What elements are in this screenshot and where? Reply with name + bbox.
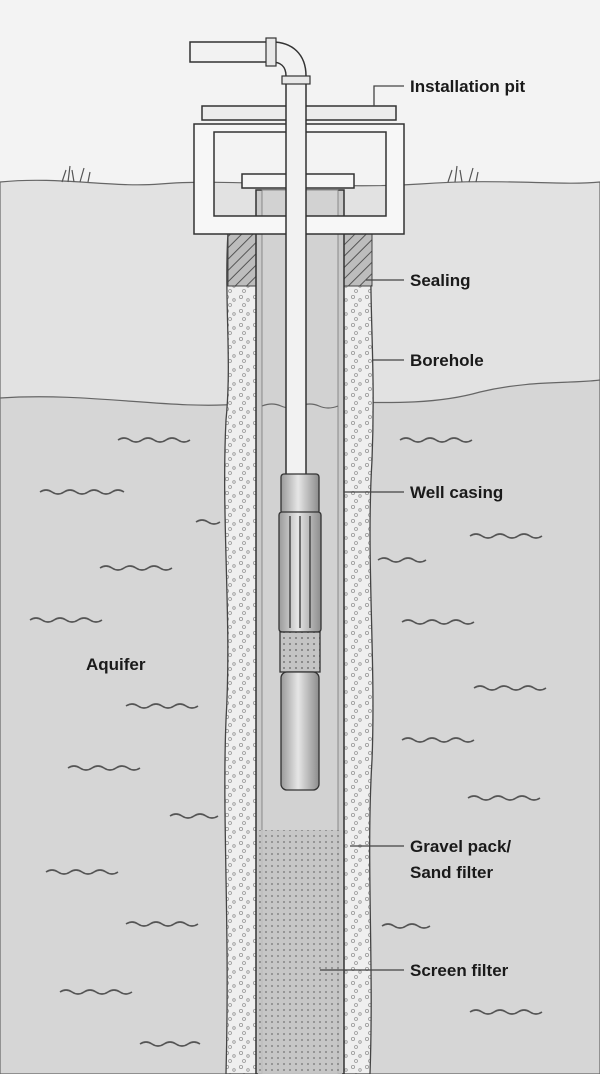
label-aquifer: Aquifer: [86, 655, 146, 674]
pipe-flange: [266, 38, 276, 66]
pipe-coupling: [282, 76, 310, 84]
label-installation-pit: Installation pit: [410, 77, 526, 96]
label-gravel-pack: Gravel pack/: [410, 837, 511, 856]
screen-filter: [258, 830, 342, 1074]
sealing-left: [228, 234, 256, 286]
submersible-pump: [279, 474, 321, 790]
label-sand-filter: Sand filter: [410, 863, 494, 882]
sealing-right: [344, 234, 372, 286]
label-borehole: Borehole: [410, 351, 484, 370]
label-sealing: Sealing: [410, 271, 470, 290]
label-screen-filter: Screen filter: [410, 961, 509, 980]
label-well-casing: Well casing: [410, 483, 503, 502]
